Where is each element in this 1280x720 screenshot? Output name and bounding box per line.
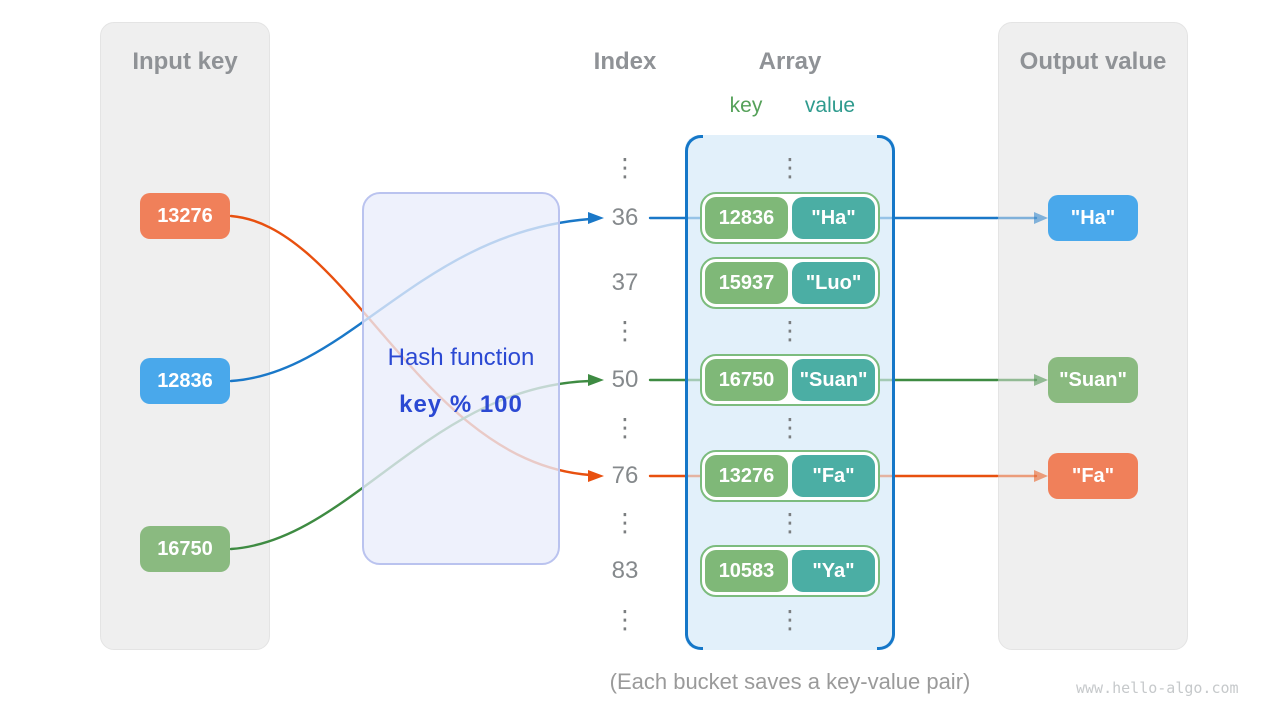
index-column-title: Index bbox=[593, 48, 657, 75]
key-header: key bbox=[729, 94, 763, 117]
watermark-url: www.hello-algo.com bbox=[1076, 679, 1239, 697]
diagram-caption: (Each bucket saves a key-value pair) bbox=[609, 669, 971, 694]
index-50: 50 bbox=[611, 366, 639, 393]
index-ellipsis: ⋮ bbox=[612, 508, 638, 537]
hash-function-label: Hash function bbox=[387, 344, 535, 371]
array-container-background bbox=[685, 135, 895, 650]
index-ellipsis: ⋮ bbox=[612, 316, 638, 345]
hash-function-box: Hash function key % 100 bbox=[362, 192, 560, 565]
input-key-panel bbox=[100, 22, 270, 650]
index-ellipsis: ⋮ bbox=[612, 153, 638, 182]
value-header: value bbox=[804, 94, 856, 117]
index-37: 37 bbox=[611, 269, 639, 296]
index-83: 83 bbox=[611, 557, 639, 584]
index-76: 76 bbox=[611, 462, 639, 489]
hash-function-formula: key % 100 bbox=[399, 391, 523, 418]
index-36: 36 bbox=[611, 204, 639, 231]
array-column-title: Array bbox=[758, 48, 822, 75]
arrowhead-to-index-36 bbox=[588, 212, 604, 224]
index-ellipsis: ⋮ bbox=[612, 605, 638, 634]
index-ellipsis: ⋮ bbox=[612, 413, 638, 442]
arrowhead-to-index-50 bbox=[588, 374, 604, 386]
arrowhead-to-index-76 bbox=[588, 470, 604, 482]
output-value-panel bbox=[998, 22, 1188, 650]
